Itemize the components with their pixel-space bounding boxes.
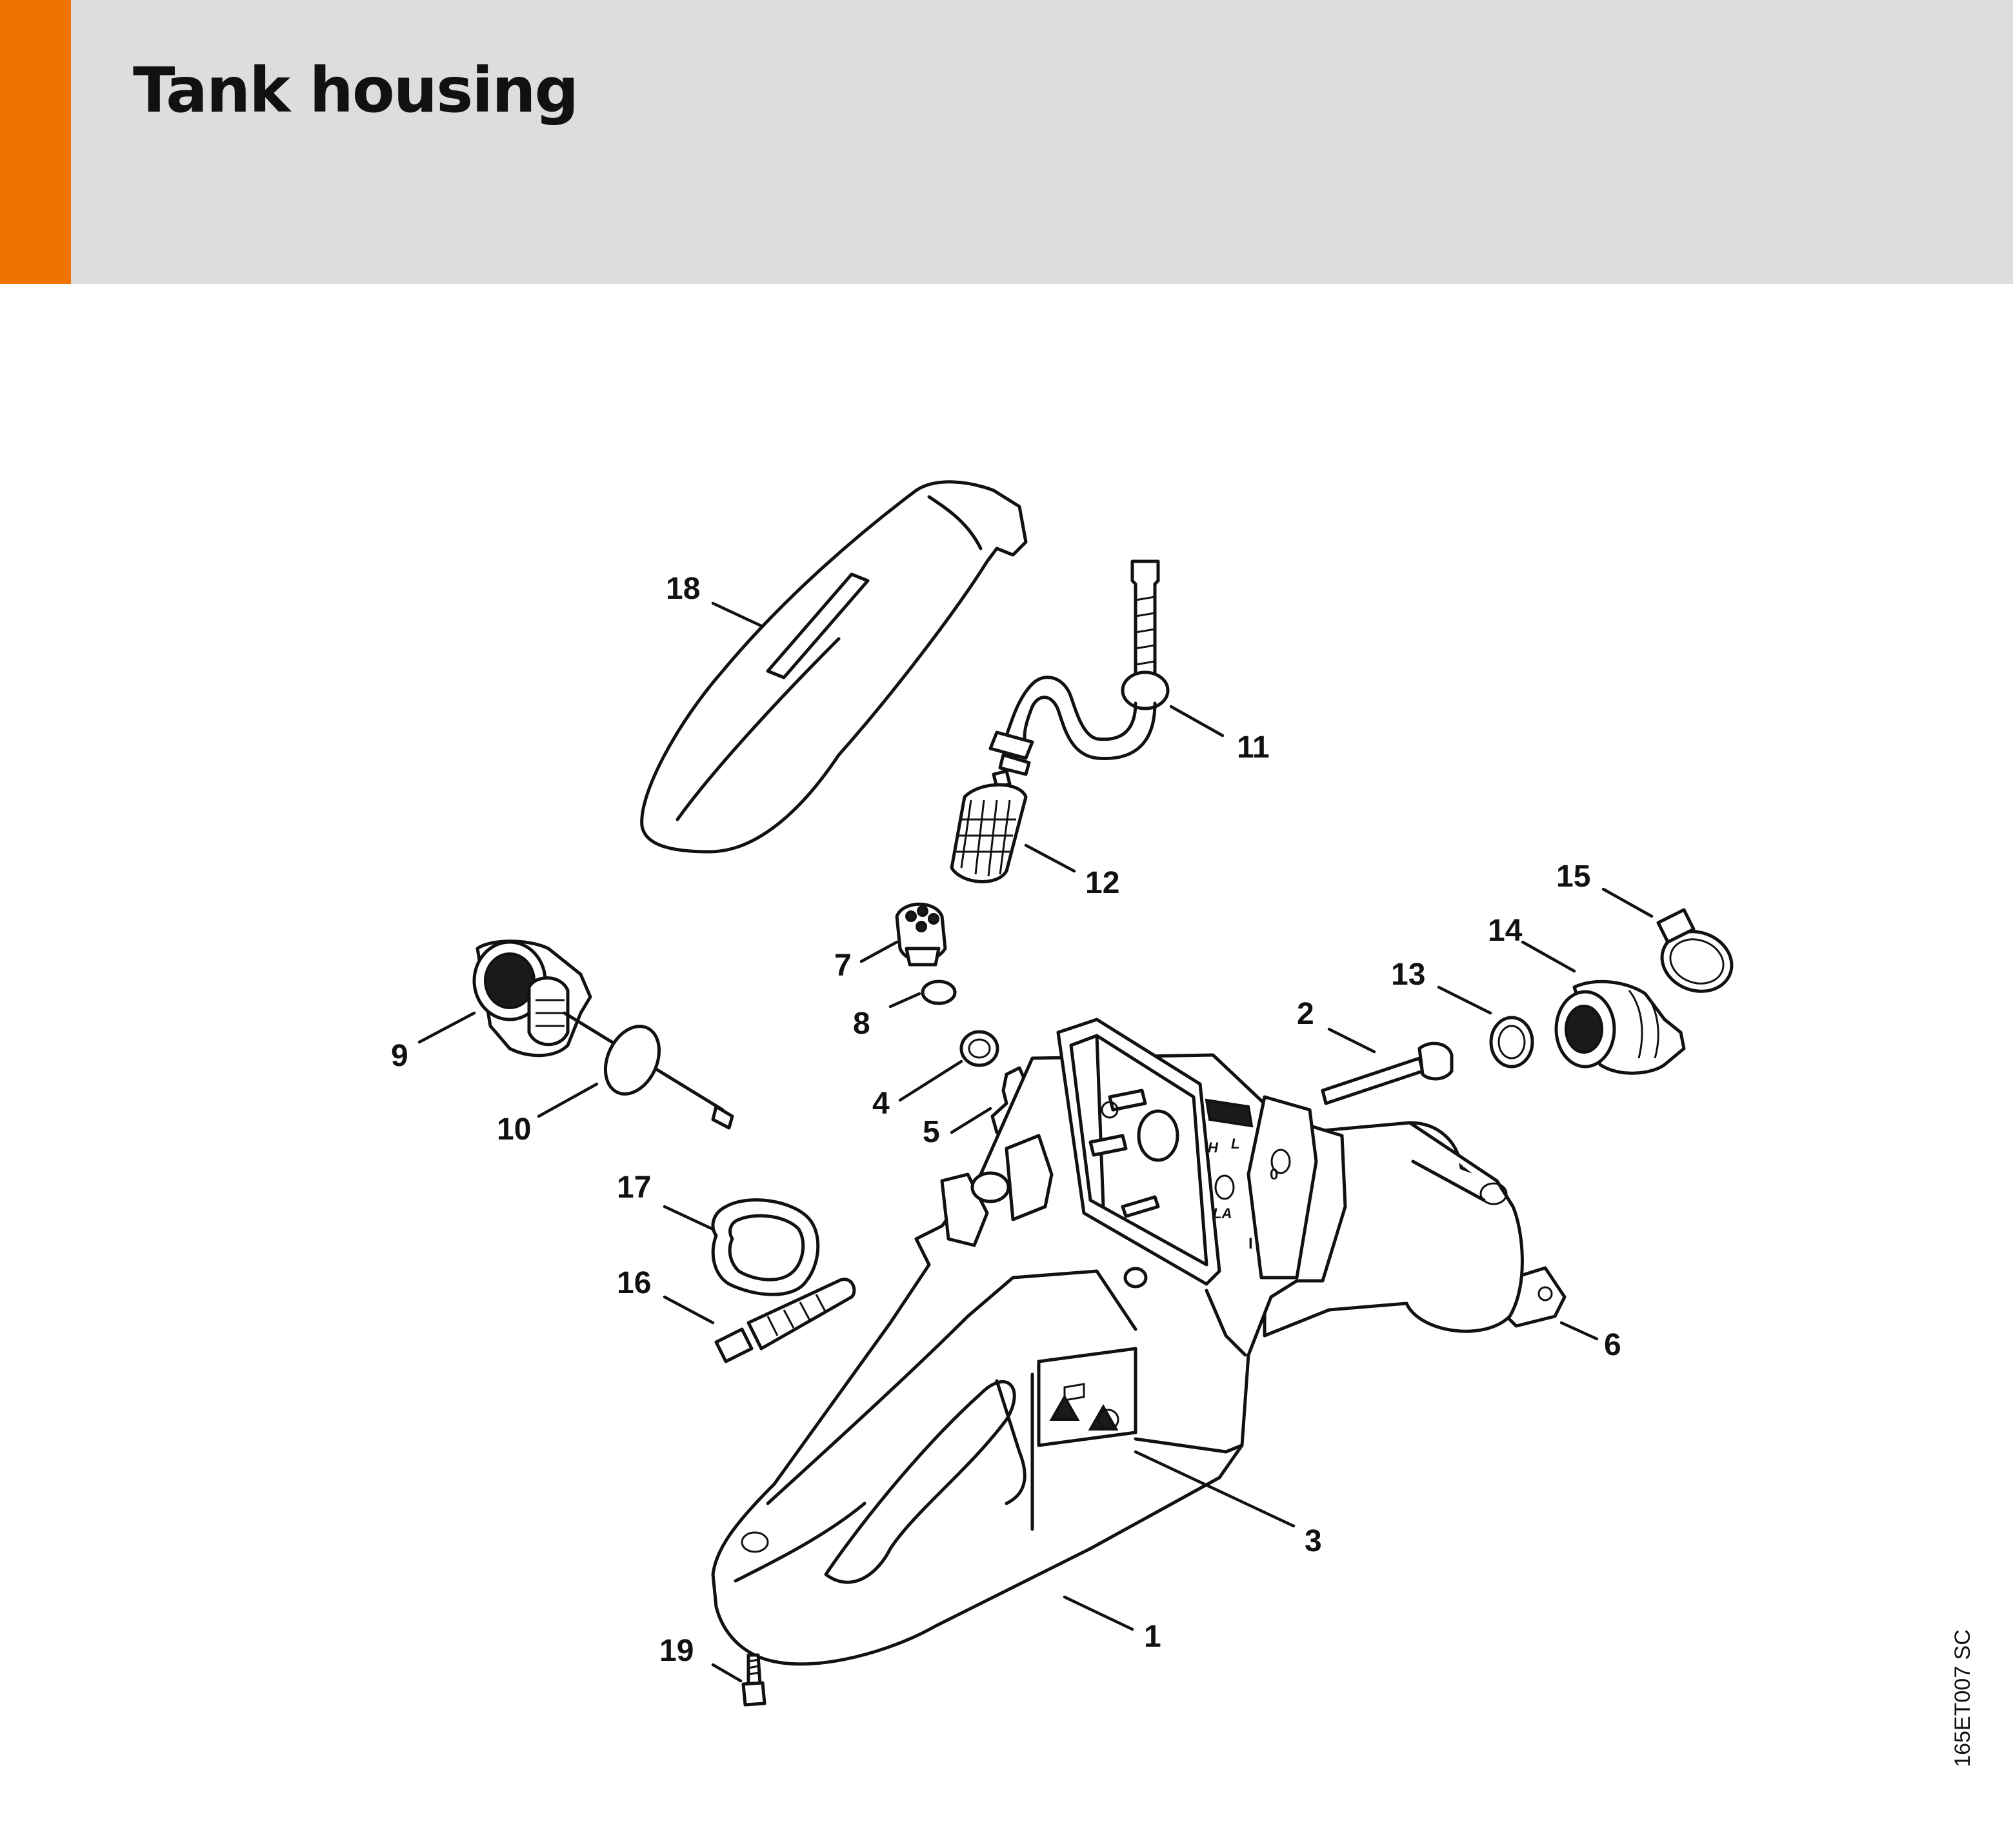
callout-16: 16 [617,1266,651,1300]
callout-labels: 1 2 3 4 5 6 7 8 9 10 11 12 13 14 15 16 1… [391,572,1621,1668]
marking-one: I [1248,1235,1253,1252]
orange-accent-strip [0,0,71,284]
part-4-plug [959,1030,999,1067]
marking-la: LA [1213,1205,1232,1221]
marking-l: L [1231,1136,1239,1152]
callout-3: 3 [1305,1524,1322,1558]
part-16-grommet [714,1278,856,1363]
part-19-screw [741,1653,766,1707]
part-9-tank-cap-assembly [472,939,734,1130]
part-1-tank-housing [711,1018,1524,1666]
callout-14: 14 [1488,914,1523,948]
part-11-fuel-hose [988,559,1170,776]
part-14-intake-manifold [1554,979,1686,1075]
part-17-gasket-inner [728,1214,805,1281]
callout-9: 9 [391,1039,408,1073]
part-18-handle-bar [640,480,1028,854]
callout-11: 11 [1237,730,1270,765]
part-15-hose-clamp [1656,908,1734,993]
callout-8: 8 [853,1007,870,1041]
callout-2: 2 [1297,997,1314,1031]
callout-4: 4 [872,1087,890,1121]
callout-13: 13 [1391,958,1425,992]
marking-zero: 0 [1270,1166,1278,1183]
part-2-screw [1321,1041,1454,1105]
part-7-tank-cap [895,902,947,967]
callout-15: 15 [1556,859,1590,894]
callout-7: 7 [834,949,852,983]
leader-lines [417,601,1654,1683]
housing-markings: H L LA 0 I [1208,1136,1278,1252]
part-12-fuel-filter [950,769,1028,883]
diagram-reference-code: 165ET007 SC [1950,1629,1975,1767]
part-10-seal-ring [603,1025,661,1096]
callout-18: 18 [666,572,700,606]
callout-12: 12 [1085,866,1119,900]
callout-19: 19 [659,1634,694,1668]
page-title: Tank housing [133,54,579,126]
callout-6: 6 [1604,1328,1621,1362]
callout-5: 5 [923,1115,940,1149]
header-bar: Tank housing [0,0,2013,284]
callout-10: 10 [497,1112,531,1147]
callout-1: 1 [1144,1620,1161,1654]
marking-h: H [1208,1140,1219,1156]
part-13-ring [1489,1016,1534,1069]
part-8-o-ring [921,979,957,1005]
callout-17: 17 [617,1170,651,1205]
